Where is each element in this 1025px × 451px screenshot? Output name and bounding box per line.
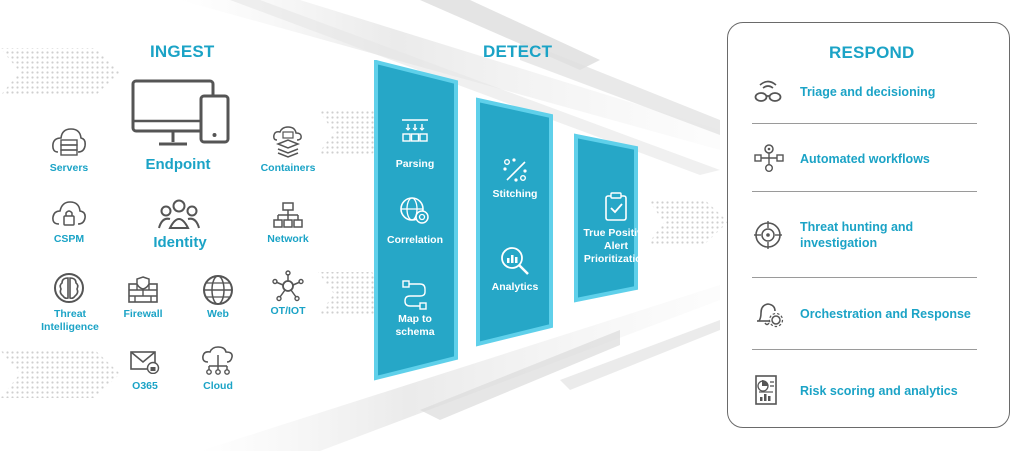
correlation-globe-icon [400,197,429,224]
workflow-icon [754,144,784,173]
true-positive-label: True Positive Alert Prioritization [583,227,649,266]
respond-item-workflows: Automated workflows [752,143,987,173]
respond-item-threat-hunting: Threat hunting and investigation [752,217,987,253]
cloud-lock-icon [52,201,86,226]
respond-panel: RESPOND Triage and decisioning Automated… [727,22,1010,428]
glasses-icon [754,80,782,102]
bell-gear-icon [757,303,784,328]
analytics-magnifier-icon [501,247,529,275]
network-icon [273,202,303,228]
report-icon [755,375,777,405]
o365-label: O365 [132,380,158,392]
users-icon [158,199,200,229]
divider [752,123,977,124]
respond-item-label: Automated workflows [800,152,930,166]
cloud-tree-icon [202,346,233,375]
stitching-label: Stitching [492,188,538,200]
map-to-schema-label: Map to schema [395,313,435,339]
web-label: Web [207,308,229,320]
identity-label: Identity [153,234,207,251]
ingest-title: INGEST [150,42,215,61]
respond-item-orchestration: Orchestration and Response [752,299,987,329]
respond-item-label: Orchestration and Response [800,307,971,321]
detect-title: DETECT [483,42,553,61]
network-label: Network [267,233,309,245]
monitor-icon [131,79,230,146]
stitching-icon [503,158,527,182]
mail-lock-icon [130,351,160,374]
containers-label: Containers [260,162,316,174]
ot-iot-label: OT/IOT [270,305,306,317]
containers-icon [273,126,302,158]
crosshair-icon [754,221,782,249]
globe-icon [203,275,233,305]
iot-hub-icon [272,270,304,302]
server-cloud-icon [52,128,86,156]
threat-intelligence-label: Threat Intelligence [41,308,99,334]
map-schema-icon [402,280,427,310]
servers-label: Servers [49,162,89,174]
correlation-label: Correlation [386,234,443,246]
detect-panel-2 [476,97,553,347]
clipboard-check-icon [605,192,627,221]
respond-item-risk-scoring: Risk scoring and analytics [752,375,987,407]
respond-item-triage: Triage and decisioning [752,79,987,105]
divider [752,349,977,350]
respond-item-label: Risk scoring and analytics [800,384,958,398]
parsing-icon [402,119,428,142]
parsing-label: Parsing [395,158,435,170]
divider [752,277,977,278]
brain-icon [54,273,84,303]
firewall-icon [128,276,158,303]
endpoint-label: Endpoint [145,156,211,173]
divider [752,191,977,192]
respond-item-label: Triage and decisioning [800,85,936,99]
cspm-label: CSPM [53,233,85,245]
respond-item-label: Threat hunting and investigation [800,220,914,251]
cloud-label: Cloud [203,380,233,392]
analytics-label: Analytics [491,281,539,293]
firewall-label: Firewall [123,308,163,320]
respond-title: RESPOND [829,43,915,62]
